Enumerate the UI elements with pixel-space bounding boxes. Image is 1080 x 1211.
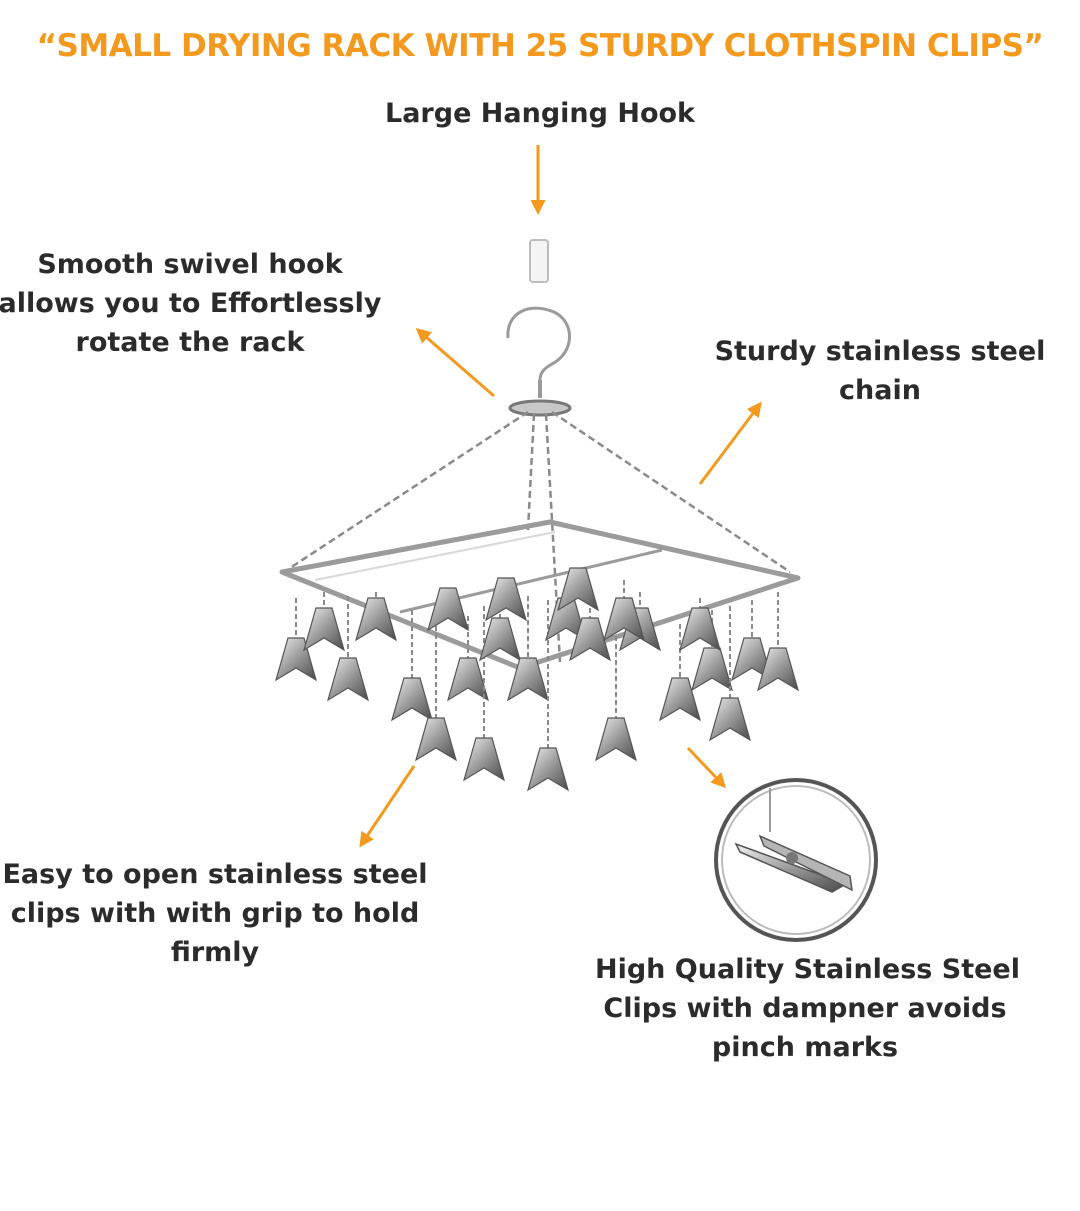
rack-frame xyxy=(279,519,801,671)
clothespin-clip-icon xyxy=(327,596,369,702)
callout-arrows xyxy=(359,145,762,848)
clothespin-clip-icon xyxy=(485,577,527,622)
clothespin-clip-icon xyxy=(757,592,799,692)
page-title: “SMALL DRYING RACK WITH 25 STURDY CLOTHS… xyxy=(36,28,1044,64)
callout-line: clips with with grip to hold xyxy=(10,898,420,929)
callout-line: High Quality Stainless Steel xyxy=(595,954,1020,985)
clothespin-clip-icon xyxy=(447,616,489,702)
callout-large-hanging-hook: Large Hanging Hook xyxy=(340,94,740,133)
clothespin-clip-icon xyxy=(463,606,505,782)
clothespin-clip-icon xyxy=(415,618,457,762)
clothespin-clip-icon xyxy=(527,600,569,792)
arrow-down-right-icon xyxy=(686,746,727,789)
clothespin-clip-icon xyxy=(603,580,645,642)
callout-line: Large Hanging Hook xyxy=(385,98,695,129)
callout-line: pinch marks xyxy=(711,1032,899,1063)
callout-easy-open-clips: Easy to open stainless steel clips with … xyxy=(0,855,430,972)
clothespin-clip-icon xyxy=(709,606,751,742)
arrow-up-left-icon xyxy=(415,328,495,398)
callout-line: Clips with dampner avoids xyxy=(603,993,1007,1024)
arrow-up-right-icon xyxy=(698,401,762,485)
clip-detail-magnifier xyxy=(714,778,878,942)
callout-line: chain xyxy=(839,375,921,406)
clothespin-clips xyxy=(275,567,799,792)
clothespin-clip-icon xyxy=(507,596,549,702)
steel-chains xyxy=(289,410,791,663)
callout-steel-chain: Sturdy stainless steel chain xyxy=(700,332,1060,410)
clothespin-clip-icon xyxy=(391,610,433,722)
clothespin-clip-icon xyxy=(659,624,701,722)
callout-line: Smooth swivel hook xyxy=(37,249,343,280)
clothespin-clip-icon xyxy=(355,592,397,642)
callout-line: rotate the rack xyxy=(75,327,305,358)
clothespin-clip-icon xyxy=(734,788,853,893)
clothespin-clip-icon xyxy=(557,567,599,612)
hanging-hook xyxy=(506,239,572,417)
callout-line: firmly xyxy=(170,937,260,968)
callout-line: allows you to Effortlessly xyxy=(0,288,382,319)
clothespin-clip-icon xyxy=(679,598,721,652)
callout-line: Easy to open stainless steel xyxy=(2,859,428,890)
clothespin-clip-icon xyxy=(731,600,773,682)
callout-swivel-hook: Smooth swivel hook allows you to Effortl… xyxy=(0,245,390,362)
callout-line: Sturdy stainless steel xyxy=(714,336,1046,367)
clothespin-clip-icon xyxy=(427,587,469,632)
callout-quality-clips: High Quality Stainless Steel Clips with … xyxy=(595,950,1020,1067)
arrow-down-left-icon xyxy=(359,765,416,848)
clothespin-clip-icon xyxy=(303,592,345,652)
